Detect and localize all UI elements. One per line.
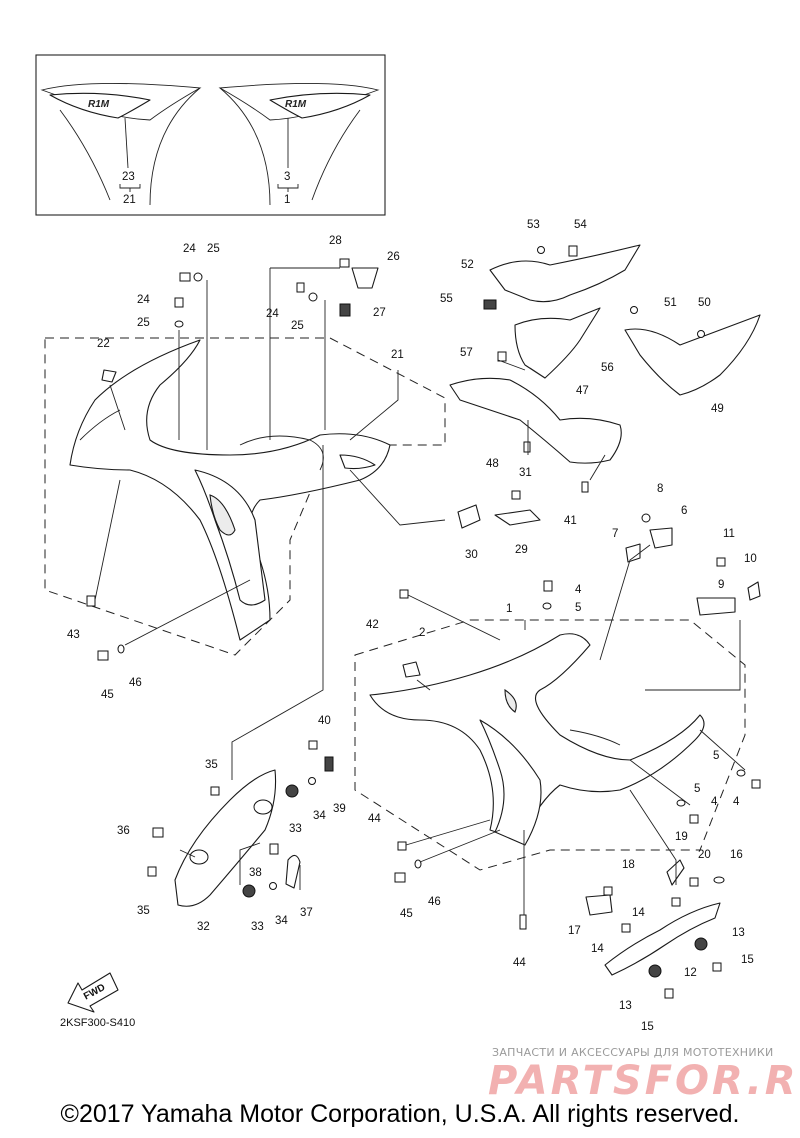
callout-12: 12: [684, 967, 697, 979]
callout-27: 27: [373, 307, 386, 319]
callout-52: 52: [461, 259, 474, 271]
callout-22: 22: [97, 338, 110, 350]
watermark-brand: PARTSFOR.RU: [488, 1058, 800, 1104]
callout-15: 15: [641, 1021, 654, 1033]
callout-9: 9: [718, 579, 724, 591]
callout-54: 54: [574, 219, 587, 231]
callout-4: 4: [575, 584, 582, 596]
callout-5: 5: [575, 602, 581, 614]
callout-10: 10: [744, 553, 757, 565]
callout-24: 24: [266, 308, 279, 320]
callout-21: 21: [391, 349, 404, 361]
hardware: [86, 245, 761, 999]
callout-16: 16: [730, 849, 743, 861]
callout-6: 6: [681, 505, 687, 517]
callout-20: 20: [698, 849, 711, 861]
inset-label-23: 23: [122, 171, 135, 183]
side-cowling-right: [369, 633, 705, 846]
callout-labels: 24 25 24 25 28 26 24 25 27 22 21 53 54 5…: [67, 219, 757, 1033]
copyright-notice: ©2017 Yamaha Motor Corporation, U.S.A. A…: [60, 1100, 740, 1128]
callout-51: 51: [664, 297, 677, 309]
callout-34: 34: [313, 810, 326, 822]
decal-text-right: R1M: [285, 99, 307, 110]
callout-18: 18: [622, 859, 635, 871]
callout-33: 33: [289, 823, 302, 835]
callout-36: 36: [117, 825, 130, 837]
callout-41: 41: [564, 515, 577, 527]
leader-lines: [94, 267, 746, 915]
inset-label-1: 1: [284, 194, 290, 206]
callout-25: 25: [137, 317, 150, 329]
callout-43: 43: [67, 629, 80, 641]
callout-29: 29: [515, 544, 528, 556]
decal-text-left: R1M: [88, 99, 110, 110]
inset-label-21: 21: [123, 194, 136, 206]
callout-14: 14: [632, 907, 645, 919]
callout-4: 4: [733, 796, 740, 808]
callout-39: 39: [333, 803, 346, 815]
callout-47: 47: [576, 385, 589, 397]
callout-7: 7: [612, 528, 618, 540]
callout-46: 46: [428, 896, 441, 908]
callout-8: 8: [657, 483, 663, 495]
callout-5: 5: [713, 750, 719, 762]
callout-25: 25: [291, 320, 304, 332]
callout-26: 26: [387, 251, 400, 263]
callout-34: 34: [275, 915, 288, 927]
callout-24: 24: [137, 294, 150, 306]
decal-inset: R1M R1M 23 21 3 1: [35, 54, 386, 216]
callout-44: 44: [513, 957, 526, 969]
callout-13: 13: [732, 927, 745, 939]
callout-40: 40: [318, 715, 331, 727]
callout-32: 32: [197, 921, 210, 933]
callout-53: 53: [527, 219, 540, 231]
callout-28: 28: [329, 235, 342, 247]
callout-37: 37: [300, 907, 313, 919]
callout-33: 33: [251, 921, 264, 933]
callout-42: 42: [366, 619, 379, 631]
callout-30: 30: [465, 549, 478, 561]
callout-44: 44: [368, 813, 381, 825]
assembly-outline-1: [354, 619, 746, 871]
callout-11: 11: [723, 528, 735, 540]
callout-25: 25: [207, 243, 220, 255]
side-cowling-left: [69, 339, 391, 641]
catalog-code: 2KSF300-S410: [60, 1017, 136, 1029]
callout-38: 38: [249, 867, 262, 879]
callout-5: 5: [694, 783, 700, 795]
watermark-tagline: ЗАПЧАСТИ И АКСЕССУАРЫ ДЛЯ МОТОТЕХНИКИ: [492, 1046, 774, 1059]
inner-panel-52: [489, 244, 641, 303]
callout-48: 48: [486, 458, 499, 470]
callout-55: 55: [440, 293, 453, 305]
inner-panels-upper: [449, 244, 761, 464]
callout-14: 14: [591, 943, 604, 955]
callout-56: 56: [601, 362, 614, 374]
callout-45: 45: [101, 689, 114, 701]
lower-bracket-12: [604, 902, 721, 976]
callout-15: 15: [741, 954, 754, 966]
inner-panel-49: [624, 314, 761, 396]
callout-17: 17: [568, 925, 581, 937]
callout-57: 57: [460, 347, 473, 359]
callout-1: 1: [506, 603, 512, 615]
callout-35: 35: [205, 759, 218, 771]
callout-13: 13: [619, 1000, 632, 1012]
callout-24: 24: [183, 243, 196, 255]
forward-arrow: FWD: [67, 972, 119, 1013]
inner-panel-56: [514, 307, 601, 379]
small-panel-32: [174, 769, 277, 907]
callout-4: 4: [711, 796, 718, 808]
callout-35: 35: [137, 905, 150, 917]
callout-45: 45: [400, 908, 413, 920]
callout-49: 49: [711, 403, 724, 415]
callout-2: 2: [419, 627, 425, 639]
callout-46: 46: [129, 677, 142, 689]
callout-50: 50: [698, 297, 711, 309]
callout-31: 31: [519, 467, 532, 479]
inset-label-3: 3: [284, 171, 290, 183]
callout-19: 19: [675, 831, 688, 843]
inner-panel-47: [449, 377, 622, 464]
